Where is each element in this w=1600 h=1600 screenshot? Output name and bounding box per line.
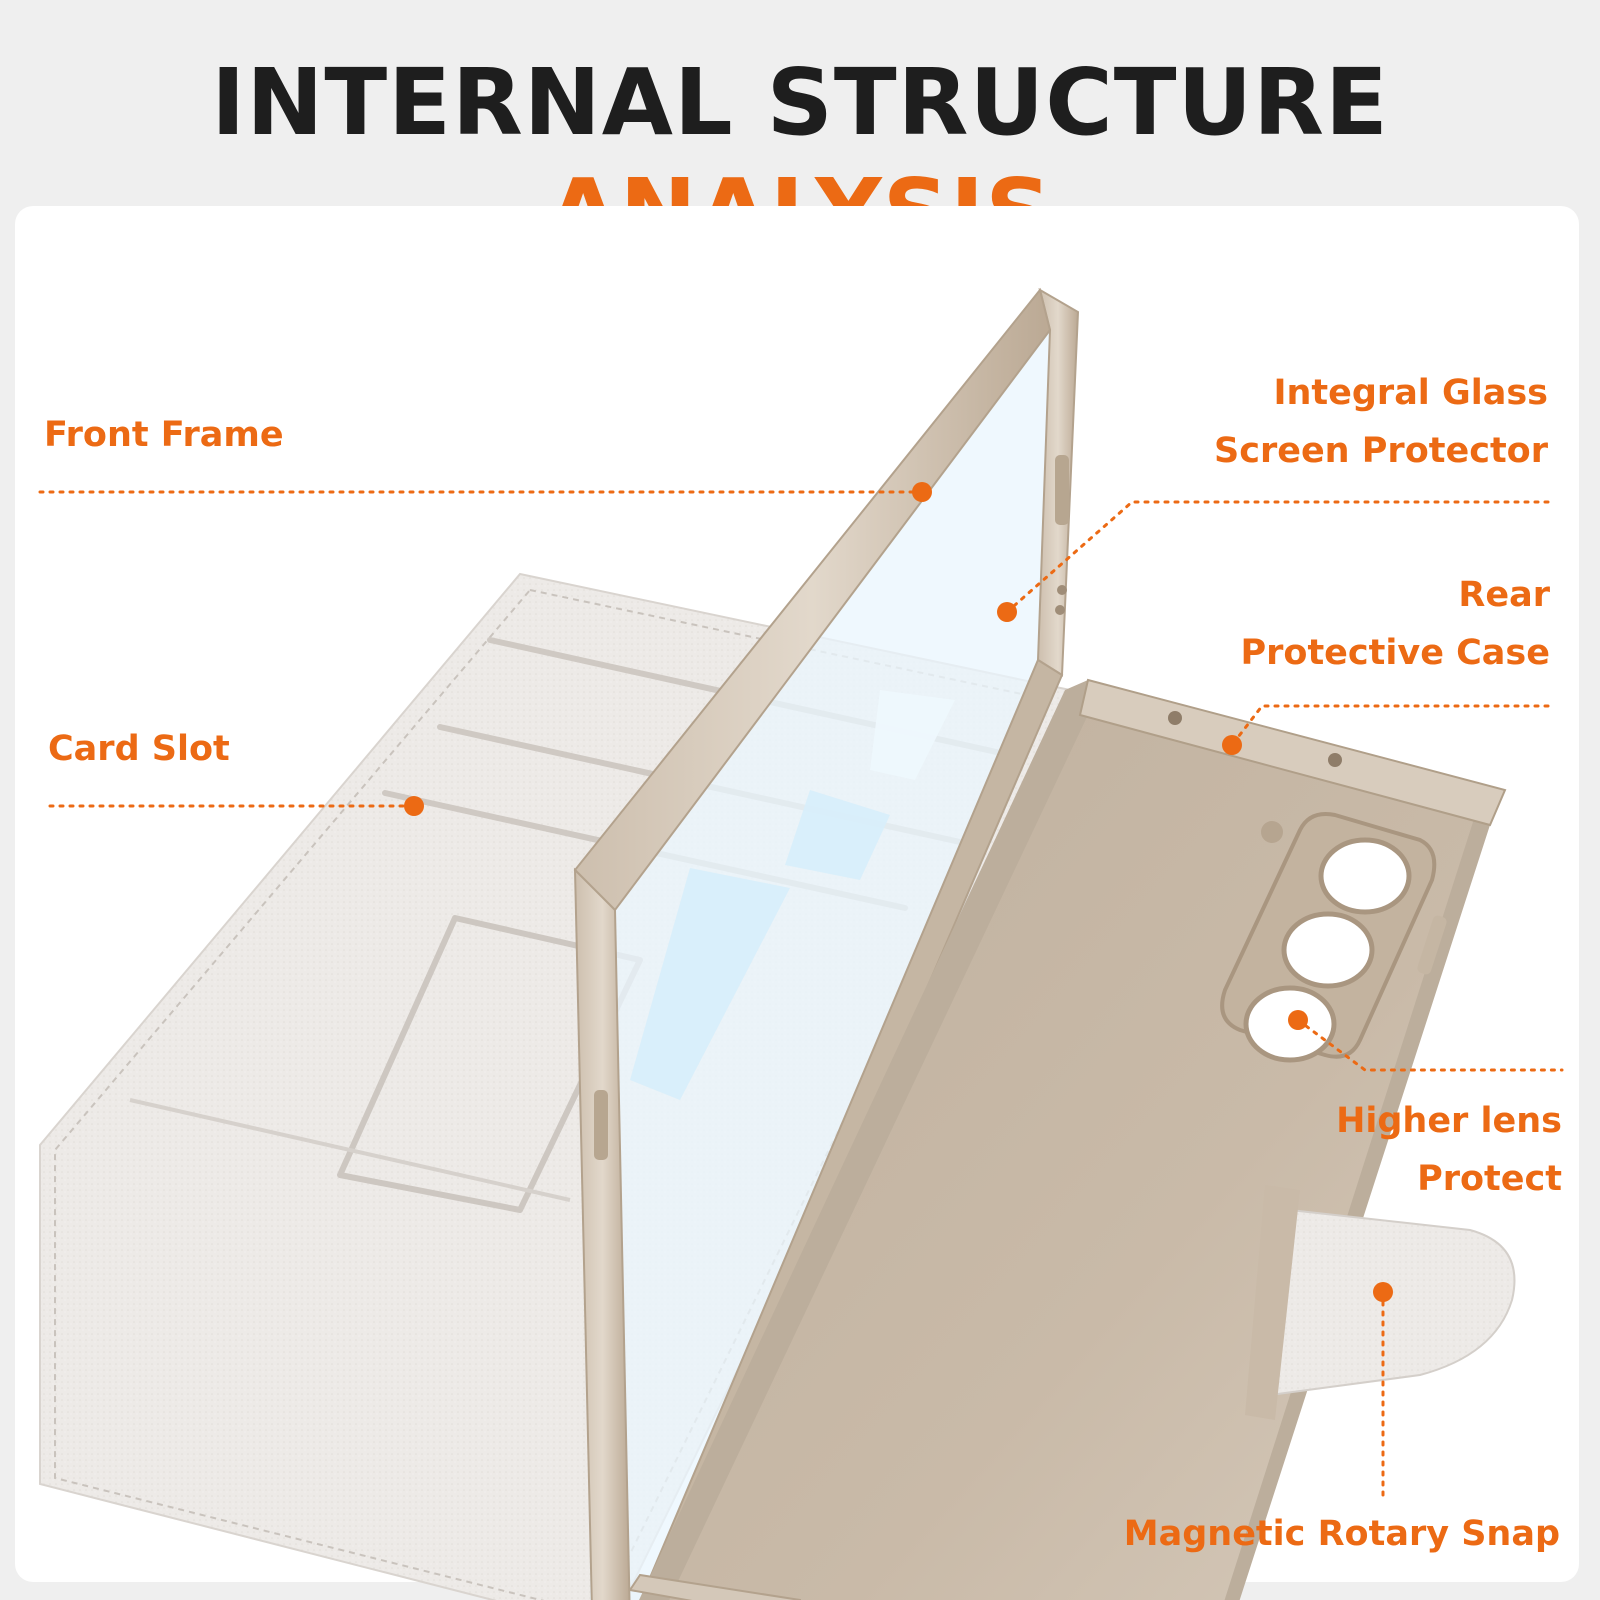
magnetic-snap-strap	[1245, 1185, 1516, 1420]
glass-dot	[997, 602, 1017, 622]
card-slot-label: Card Slot	[48, 720, 230, 778]
card-slot-text: Card Slot	[48, 729, 230, 769]
camera-lens-cutout	[1318, 837, 1412, 915]
rear-case-label: Rear Protective Case	[1240, 566, 1550, 682]
camera-lens-cutout	[1281, 911, 1375, 989]
callout-leaders	[38, 482, 1564, 1504]
rear-case-leader	[1230, 704, 1550, 747]
lens-leader	[1296, 1018, 1564, 1072]
speaker-grille	[1055, 455, 1069, 525]
magnetic-snap-text: Magnetic Rotary Snap	[1123, 1514, 1560, 1554]
magnetic-snap-label: Magnetic Rotary Snap	[1124, 1505, 1560, 1563]
rear-case-line1: Rear	[1458, 575, 1550, 615]
front-frame-dot	[912, 482, 932, 502]
lens-protect-label: Higher lens Protect	[1336, 1092, 1562, 1208]
glass-protector-line2: Screen Protector	[1213, 431, 1548, 471]
glass-screen-protector	[590, 312, 1077, 1600]
rear-case-dot	[1222, 735, 1242, 755]
rear-case-line2: Protective Case	[1240, 633, 1550, 673]
title-main: INTERNAL STRUCTURE	[211, 49, 1389, 156]
lens-dot	[1288, 1010, 1308, 1030]
lens-protect-line1: Higher lens	[1336, 1101, 1562, 1141]
front-frame	[573, 287, 1080, 1600]
glass-protector-line1: Integral Glass	[1273, 373, 1548, 413]
speaker-grille	[594, 1090, 608, 1160]
front-frame-label: Front Frame	[44, 406, 284, 464]
card-slot-dot	[404, 796, 424, 816]
front-frame-text: Front Frame	[44, 415, 284, 455]
hinge	[628, 1573, 801, 1600]
glass-protector-label: Integral Glass Screen Protector	[1214, 364, 1548, 480]
lens-protect-line2: Protect	[1417, 1159, 1562, 1199]
snap-dot	[1373, 1282, 1393, 1302]
glass-leader	[1005, 500, 1550, 614]
